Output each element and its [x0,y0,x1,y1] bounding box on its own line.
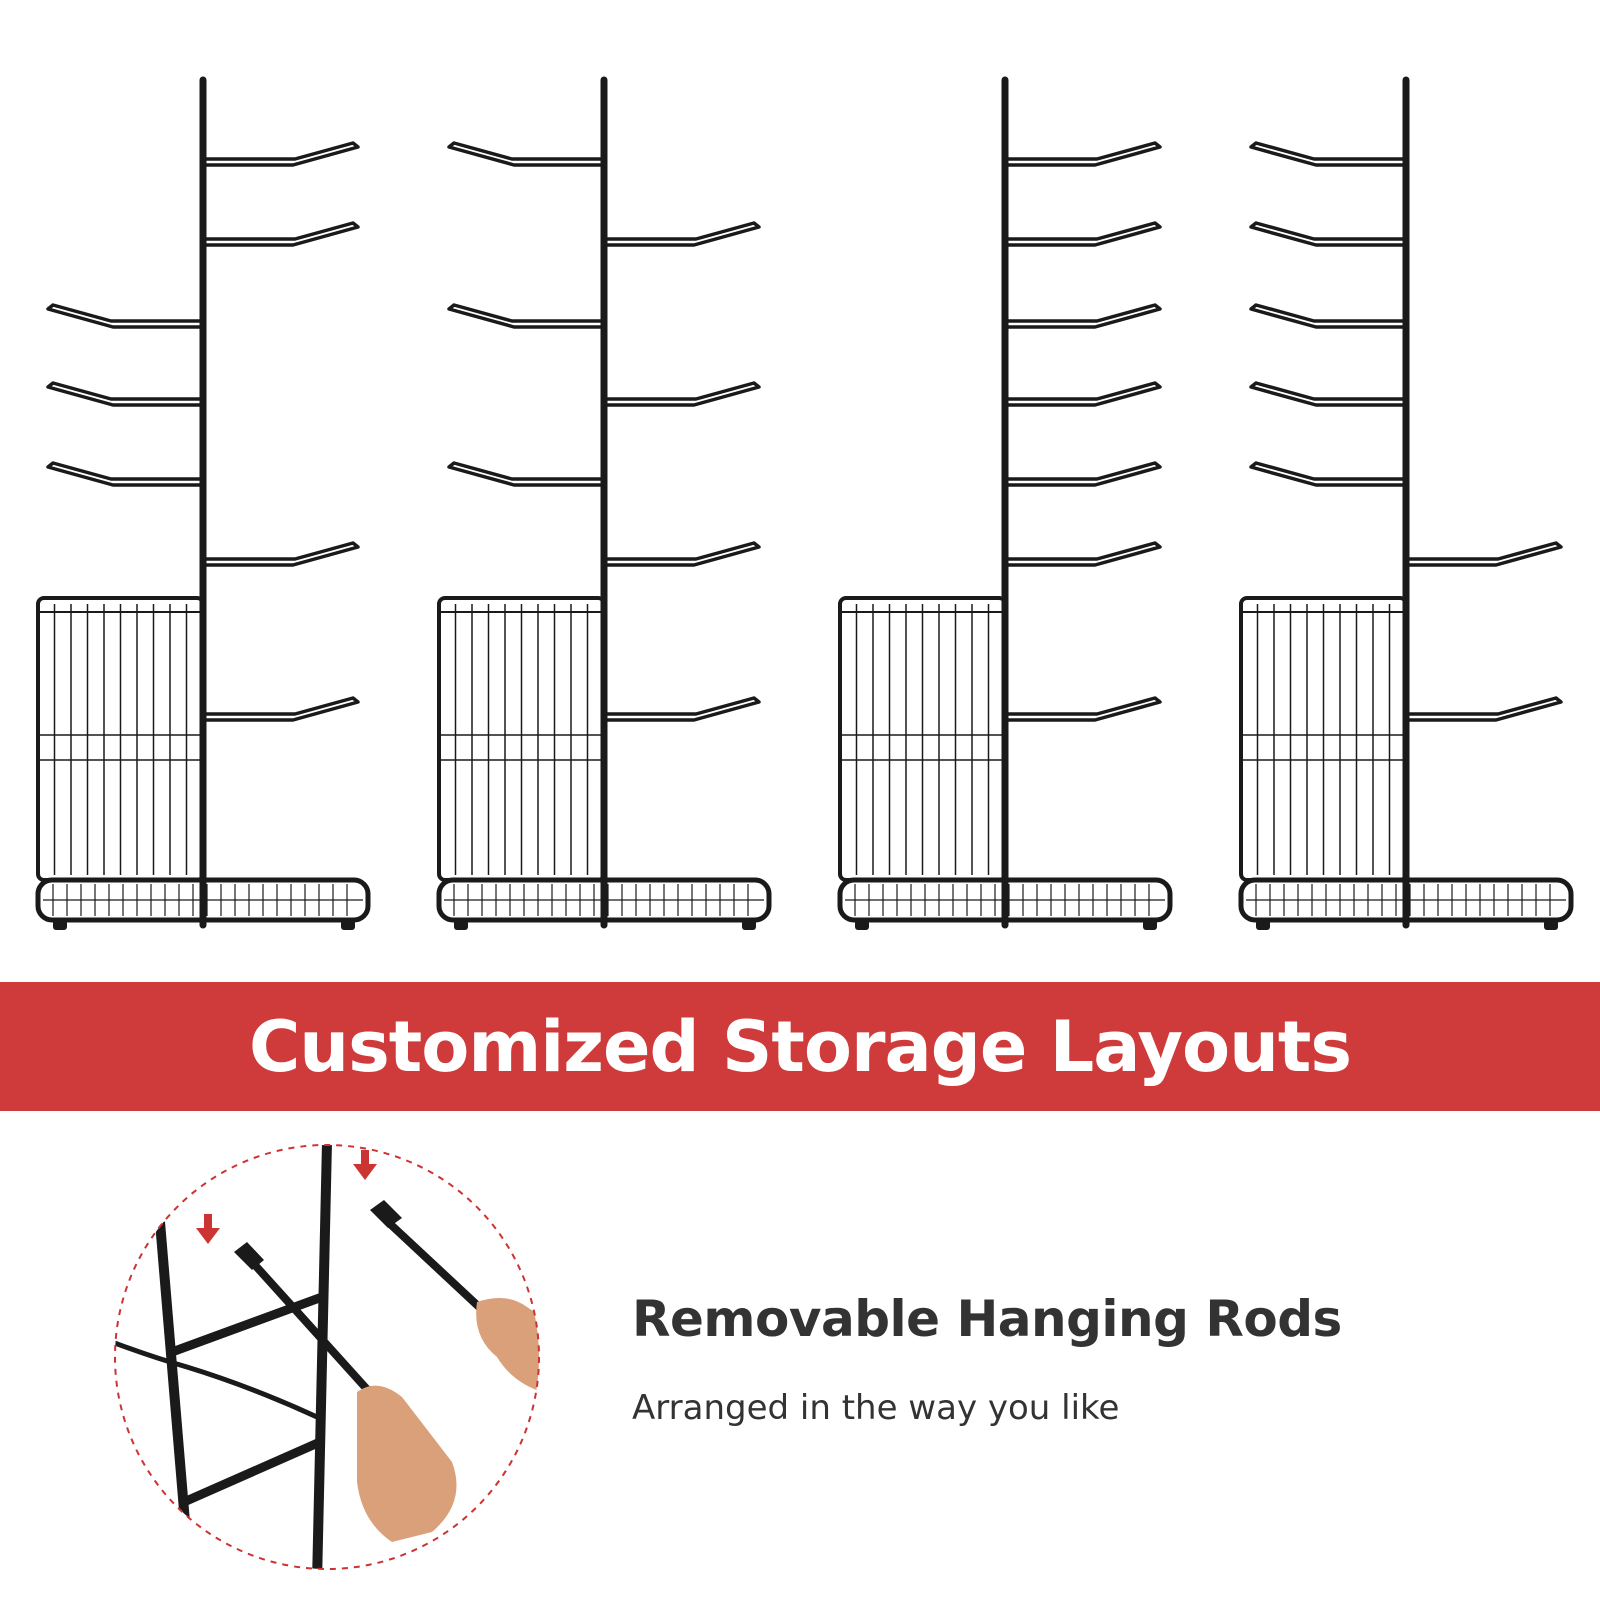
feature-subtitle: Arranged in the way you like [632,1388,1120,1428]
hand-icon [357,1385,457,1542]
rack-closeup [115,1145,539,1569]
hand-icon [476,1298,539,1392]
arrow-down-icon [353,1150,377,1180]
rack-layout-1 [35,76,371,930]
banner-title: Customized Storage Layouts [248,1005,1352,1088]
feature-title: Removable Hanging Rods [632,1290,1342,1348]
arrow-down-icon [196,1214,220,1244]
removable-rod-detail-photo [114,1144,540,1570]
rack-layouts-illustration [35,76,1574,930]
rack-layout-3 [837,76,1173,930]
rack-layout-2 [436,76,772,930]
rack-layout-4 [1238,76,1574,930]
banner: Customized Storage Layouts [0,982,1600,1111]
